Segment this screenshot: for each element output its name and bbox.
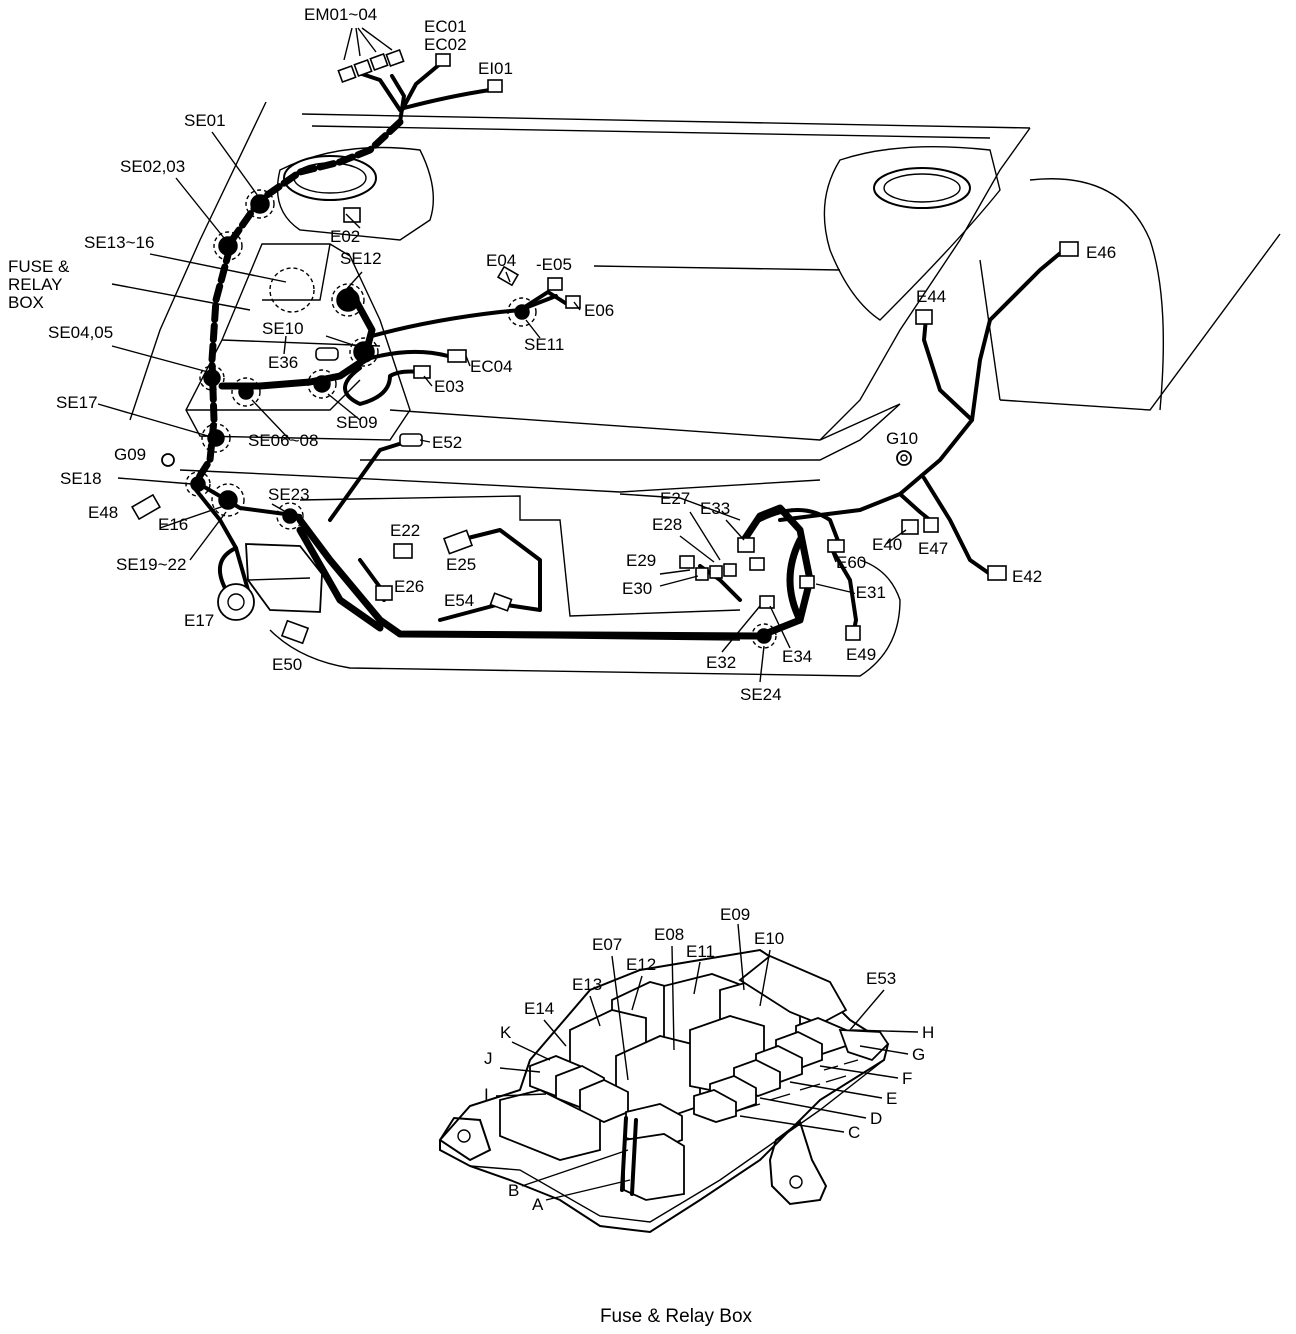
engine-connector-label: E36	[268, 353, 298, 372]
engine-connector-label: SE13~16	[84, 233, 154, 252]
engine-connector-label: SE06~08	[248, 431, 318, 450]
fuse-box-connector-label: E	[886, 1089, 897, 1108]
engine-connector-label: BOX	[8, 293, 44, 312]
engine-connector-label: E40	[872, 535, 902, 554]
engine-connector-label: SE17	[56, 393, 98, 412]
engine-connector-label: SE12	[340, 249, 382, 268]
engine-connector-label: E52	[432, 433, 462, 452]
engine-connector-label: SE04,05	[48, 323, 113, 342]
box-leader-lines	[495, 923, 919, 1201]
engine-connector-label: SE01	[184, 111, 226, 130]
engine-connector-label: E06	[584, 301, 614, 320]
diagram-caption: Fuse & Relay Box	[600, 1306, 753, 1327]
engine-connector-label: E04	[486, 251, 516, 270]
engine-connector-label: -E05	[536, 255, 572, 274]
engine-connector-label: E30	[622, 579, 652, 598]
engine-connector-label: E33	[700, 499, 730, 518]
engine-connector-label: RELAY	[8, 275, 63, 294]
fuse-box-connector-label: J	[484, 1049, 493, 1068]
fuse-box-connector-label: E10	[754, 929, 784, 948]
engine-connector-label: E47	[918, 539, 948, 558]
engine-connector-label: E17	[184, 611, 214, 630]
engine-connector-label: SE02,03	[120, 157, 185, 176]
engine-connector-label: G10	[886, 429, 918, 448]
fuse-box-connector-label: E14	[524, 999, 554, 1018]
engine-connector-label: E25	[446, 555, 476, 574]
engine-connector-label: SE19~22	[116, 555, 186, 574]
connectors	[131, 48, 1079, 645]
engine-connector-label: E03	[434, 377, 464, 396]
engine-connector-label: EC04	[470, 357, 513, 376]
engine-connector-label: -E31	[850, 583, 886, 602]
engine-connector-labels: EM01~04EC01EC02EI01SE01SE02,03SE13~16FUS…	[8, 5, 1116, 704]
engine-connector-label: E27	[660, 489, 690, 508]
engine-connector-label: E60	[836, 553, 866, 572]
engine-connector-label: SE18	[60, 469, 102, 488]
fuse-box-connector-label: E13	[572, 975, 602, 994]
engine-connector-label: EC01	[424, 17, 467, 36]
fuse-box-connector-label: F	[902, 1069, 912, 1088]
engine-connector-label: E50	[272, 655, 302, 674]
engine-connector-label: FUSE &	[8, 257, 70, 276]
engine-connector-label: SE11	[524, 335, 564, 354]
engine-connector-label: E16	[158, 515, 188, 534]
engine-connector-label: G09	[114, 445, 146, 464]
engine-connector-label: E29	[626, 551, 656, 570]
fuse-box-connector-label: K	[500, 1023, 512, 1042]
engine-connector-label: SE23	[268, 485, 310, 504]
engine-connector-label: E26	[394, 577, 424, 596]
fuse-box-connector-label: C	[848, 1123, 860, 1142]
engine-connector-label: E46	[1086, 243, 1116, 262]
fuse-box-connector-label: E08	[654, 925, 684, 944]
engine-connector-label: SE09	[336, 413, 378, 432]
fuse-box-connector-label: E53	[866, 969, 896, 988]
fuse-box-connector-label: E12	[626, 955, 656, 974]
fuse-box-connector-label: H	[922, 1023, 934, 1042]
fuse-box-connector-label: B	[508, 1181, 519, 1200]
fuse-box-connector-label: A	[532, 1195, 544, 1214]
engine-connector-label: E42	[1012, 567, 1042, 586]
engine-connector-label: E28	[652, 515, 682, 534]
fuse-box-connector-label: G	[912, 1045, 925, 1064]
engine-connector-label: E22	[390, 521, 420, 540]
engine-connector-label: E49	[846, 645, 876, 664]
engine-connector-label: EM01~04	[304, 5, 377, 24]
engine-connector-label: EC02	[424, 35, 467, 54]
fuse-box-connector-label: D	[870, 1109, 882, 1128]
leader-lines	[97, 27, 907, 683]
fuse-box-connector-label: E09	[720, 905, 750, 924]
engine-connector-label: E44	[916, 287, 946, 306]
engine-connector-label: E02	[330, 227, 360, 246]
fuse-relay-box-detail	[438, 948, 890, 1234]
fuse-box-connector-label: I	[484, 1085, 489, 1104]
engine-connector-label: EI01	[478, 59, 513, 78]
engine-connector-label: E48	[88, 503, 118, 522]
engine-connector-label: SE10	[262, 319, 304, 338]
engine-connector-label: E34	[782, 647, 812, 666]
engine-connector-label: E54	[444, 591, 474, 610]
engine-connector-label: SE24	[740, 685, 782, 704]
engine-connector-label: E32	[706, 653, 736, 672]
fuse-box-connector-label: E11	[686, 942, 715, 961]
fuse-box-connector-label: E07	[592, 935, 622, 954]
splice-points	[185, 189, 777, 649]
